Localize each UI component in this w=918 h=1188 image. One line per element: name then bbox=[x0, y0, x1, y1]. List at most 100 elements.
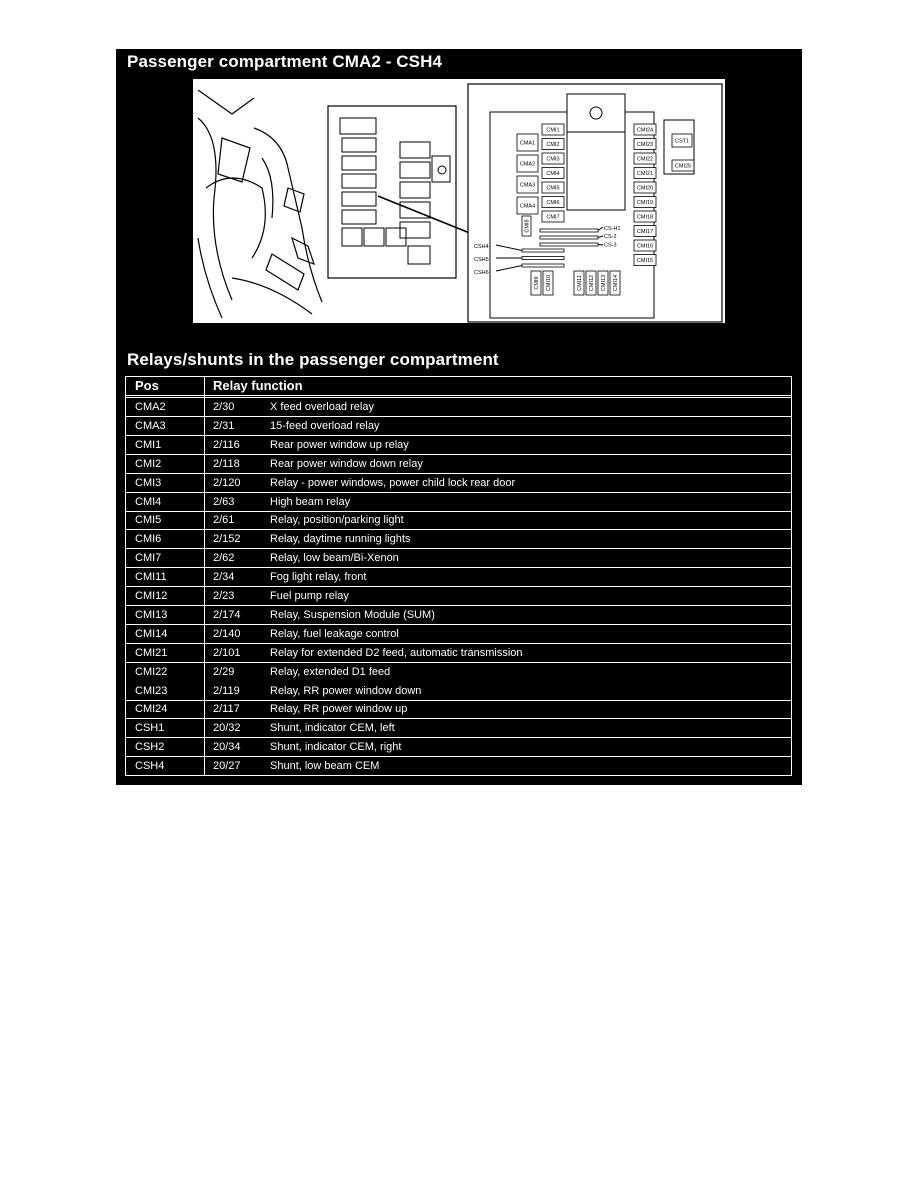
cell-function: High beam relay bbox=[270, 495, 351, 508]
shunt-bar-left-2-box bbox=[521, 256, 565, 260]
cell-pos: CMI3 bbox=[135, 476, 162, 489]
relay-cma-1-label: CMA1 bbox=[520, 141, 535, 147]
relay-cma-3-label: CMA3 bbox=[520, 183, 535, 189]
shunt-leader-right-3 bbox=[597, 244, 604, 246]
cell-number: 20/34 bbox=[213, 741, 241, 754]
relay-cmi21-label: CMI21 bbox=[637, 171, 653, 177]
relay-cmi-6-label: CMI6 bbox=[546, 200, 559, 206]
shunt-bar-right-2-box bbox=[539, 235, 599, 240]
cell-function: Relay, position/parking light bbox=[270, 514, 404, 527]
relay-cmi18-box bbox=[633, 210, 657, 223]
shunt-label-right-3: CS-3 bbox=[604, 242, 617, 248]
relay-cmi-4-box bbox=[541, 167, 565, 179]
relay-cma-2-box bbox=[516, 154, 539, 173]
relay-cmi-1-label: CMI1 bbox=[546, 128, 559, 134]
relay-bottom-5-box bbox=[597, 270, 609, 296]
table-row: CSH4 20/27 Shunt, low beam CEM bbox=[126, 757, 791, 777]
relay-bottom-1-box bbox=[530, 270, 542, 296]
table-header-row: Pos Relay function bbox=[126, 377, 791, 398]
relay-cma-4-label: CMA4 bbox=[520, 204, 535, 210]
relay-cmi-2-label: CMI2 bbox=[546, 142, 559, 148]
cell-number: 2/101 bbox=[213, 646, 241, 659]
cell-function: X feed overload relay bbox=[270, 401, 374, 413]
cell-pos: CSH2 bbox=[135, 741, 165, 754]
shunt-bar-right-3-box bbox=[539, 242, 599, 247]
relay-cmi-2-box bbox=[541, 138, 565, 150]
cell-number: 20/27 bbox=[213, 760, 241, 773]
table-row: CMI22 2/29 Relay, extended D1 feed bbox=[126, 663, 791, 682]
relay-cmi25-box bbox=[671, 159, 695, 172]
relay-cmi-1-box bbox=[541, 123, 565, 136]
center-block bbox=[566, 131, 626, 211]
cell-function: Relay, low beam/Bi-Xenon bbox=[270, 552, 399, 565]
relay-cmi-7-label: CMI7 bbox=[546, 215, 559, 221]
cell-pos: CMI5 bbox=[135, 514, 162, 527]
relay-cma-1-box bbox=[516, 133, 539, 152]
cell-pos: CSH1 bbox=[135, 722, 165, 735]
cell-pos: CMI23 bbox=[135, 684, 168, 697]
cell-number: 2/23 bbox=[213, 590, 235, 602]
relay-bottom-2-box bbox=[542, 270, 554, 296]
cell-pos: CMA2 bbox=[135, 401, 166, 413]
relay-bottom-6-box bbox=[609, 270, 621, 296]
relay-cmi25-label: CMI25 bbox=[675, 164, 691, 170]
shunt-leader-right-2 bbox=[597, 235, 604, 238]
relay-cmi-7-box bbox=[541, 210, 565, 223]
cell-pos: CMI11 bbox=[135, 571, 167, 584]
relay-bottom-1-label: CMI9 bbox=[534, 276, 540, 289]
cell-number: 2/140 bbox=[213, 627, 241, 640]
cell-function: Rear power window down relay bbox=[270, 457, 423, 470]
relay-block-sketch bbox=[339, 117, 493, 265]
relay-cmi22-box bbox=[633, 152, 657, 165]
column-divider bbox=[204, 377, 205, 775]
shunt-leader-right-1 bbox=[597, 226, 604, 231]
relay-bottom-2-label: CMI10 bbox=[546, 275, 552, 291]
relay-cmi-3-label: CMI3 bbox=[546, 157, 559, 163]
shunt-label-right-1: CS-H1 bbox=[604, 226, 621, 232]
relay-cmi16-box bbox=[633, 239, 657, 252]
cell-pos: CMI6 bbox=[135, 533, 162, 546]
cell-number: 2/174 bbox=[213, 608, 241, 621]
cell-pos: CMA3 bbox=[135, 419, 166, 432]
cell-number: 2/31 bbox=[213, 419, 235, 432]
relay-cmi-5-label: CMI5 bbox=[546, 186, 559, 192]
shunt-leader-left-3 bbox=[495, 265, 523, 272]
cell-function: Fuel pump relay bbox=[270, 590, 349, 602]
cell-number: 2/29 bbox=[213, 665, 235, 678]
cell-number: 2/152 bbox=[213, 533, 241, 546]
cell-function: Shunt, low beam CEM bbox=[270, 760, 380, 773]
cell-pos: CMI1 bbox=[135, 438, 162, 451]
shunt-label-left-1: CSH4 bbox=[474, 244, 489, 250]
cell-pos: CMI22 bbox=[135, 665, 168, 678]
shunt-bar-right-1-box bbox=[539, 228, 599, 233]
cell-number: 2/120 bbox=[213, 476, 241, 489]
cell-function: Shunt, indicator CEM, right bbox=[270, 741, 402, 754]
cell-function: Relay, extended D1 feed bbox=[270, 665, 391, 678]
cell-pos: CSH4 bbox=[135, 760, 165, 773]
cell-function: Relay, fuel leakage control bbox=[270, 627, 399, 640]
section-title: Passenger compartment CMA2 - CSH4 bbox=[127, 52, 443, 71]
relay-bottom-4-label: CMI12 bbox=[589, 275, 595, 291]
relay-cmi15-label: CMI15 bbox=[637, 258, 653, 264]
shunt-leader-left-1 bbox=[495, 244, 523, 251]
relay-cmi19-box bbox=[633, 196, 657, 208]
cell-pos: CMI14 bbox=[135, 627, 168, 640]
cell-number: 20/32 bbox=[213, 722, 241, 735]
relay-cmi21-box bbox=[633, 167, 657, 179]
relay-cmi23-box bbox=[633, 138, 657, 150]
vehicle-interior-illustration bbox=[197, 89, 323, 319]
relay-cma-4-box bbox=[516, 196, 539, 215]
shunt-bar-left-1-box bbox=[521, 248, 565, 253]
